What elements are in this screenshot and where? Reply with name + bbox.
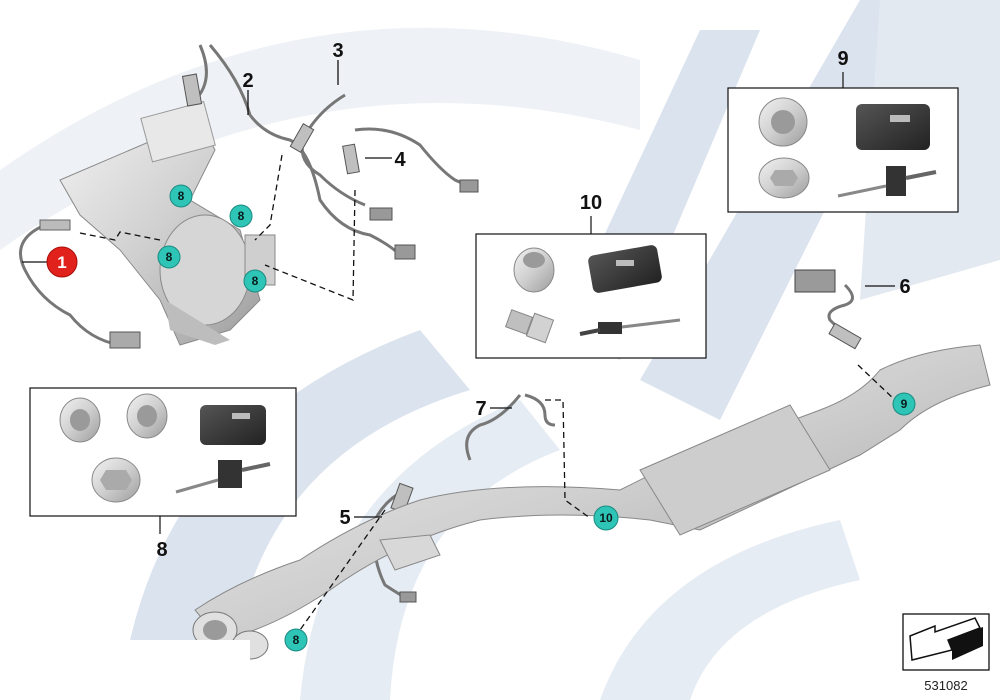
oxygen-sensors: [181, 73, 862, 603]
badge-8-manifold-top: 8: [169, 184, 193, 208]
callout-10: 10: [580, 192, 602, 214]
svg-text:8: 8: [293, 633, 300, 647]
reference-box: 531082: [902, 613, 990, 693]
callout-2: 2: [242, 70, 253, 92]
svg-text:10: 10: [599, 511, 613, 525]
badge-8-manifold-right: 8: [243, 269, 267, 293]
callout-leaders: [247, 60, 895, 518]
exhaust-manifold-catalyst: [59, 101, 276, 346]
callout-4: 4: [394, 149, 406, 171]
callout-numbers: 2 3 4 5 6 7 8 9 10: [156, 40, 910, 561]
svg-text:8: 8: [238, 209, 245, 223]
badge-10-mid-pipe: 10: [593, 505, 619, 531]
svg-text:8: 8: [252, 274, 259, 288]
parts-group-8: [29, 387, 297, 534]
badge-8-manifold-mid: 8: [229, 204, 253, 228]
callout-6: 6: [899, 276, 910, 298]
badge-8-front-pipe: 8: [284, 628, 308, 652]
badge-9-rear-pipe: 9: [892, 392, 916, 416]
callout-1: 1: [57, 253, 66, 272]
reference-number: 531082: [924, 678, 967, 693]
svg-text:8: 8: [166, 250, 173, 264]
callout-9: 9: [837, 48, 848, 70]
parts-group-9: [727, 72, 959, 213]
badge-8-manifold-left: 8: [157, 245, 181, 269]
reference-lines: [79, 154, 896, 631]
callout-3: 3: [332, 40, 343, 62]
callout-1-highlight[interactable]: 1: [22, 246, 78, 278]
parts-group-10: [475, 216, 707, 359]
reference-arrow-icon: [909, 617, 983, 661]
image-mask: [0, 640, 250, 700]
position-badges: 8 8 8 8 8 9 10: [157, 184, 916, 652]
svg-text:9: 9: [901, 397, 908, 411]
callout-8: 8: [156, 539, 167, 561]
callout-5: 5: [339, 507, 350, 529]
callout-7: 7: [475, 398, 486, 420]
svg-text:8: 8: [178, 189, 185, 203]
